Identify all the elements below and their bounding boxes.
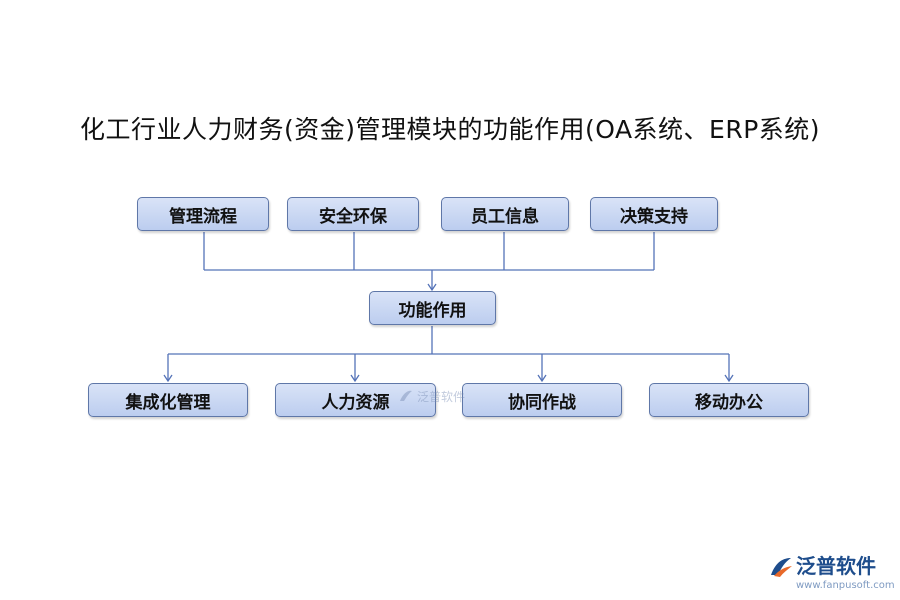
node-safety-environment: 安全环保 — [287, 197, 419, 231]
node-human-resources: 人力资源 — [275, 383, 436, 417]
node-employee-info: 员工信息 — [441, 197, 569, 231]
watermark: 泛普软件 — [398, 386, 465, 406]
node-collaboration: 协同作战 — [462, 383, 622, 417]
watermark-logo-icon — [400, 390, 412, 401]
node-management-process: 管理流程 — [137, 197, 269, 231]
node-mobile-office: 移动办公 — [649, 383, 809, 417]
brand-name: 泛普软件 — [796, 554, 876, 578]
brand-logo: 泛普软件 www.fanpusoft.com — [768, 553, 895, 595]
watermark-text: 泛普软件 — [417, 389, 466, 404]
node-decision-support: 决策支持 — [590, 197, 718, 231]
brand-url: www.fanpusoft.com — [796, 580, 895, 591]
diagram-title: 化工行业人力财务(资金)管理模块的功能作用(OA系统、ERP系统) — [79, 115, 821, 144]
node-integrated-management: 集成化管理 — [88, 383, 248, 417]
brand-logo-icon — [771, 558, 792, 577]
node-center-function: 功能作用 — [369, 291, 496, 325]
